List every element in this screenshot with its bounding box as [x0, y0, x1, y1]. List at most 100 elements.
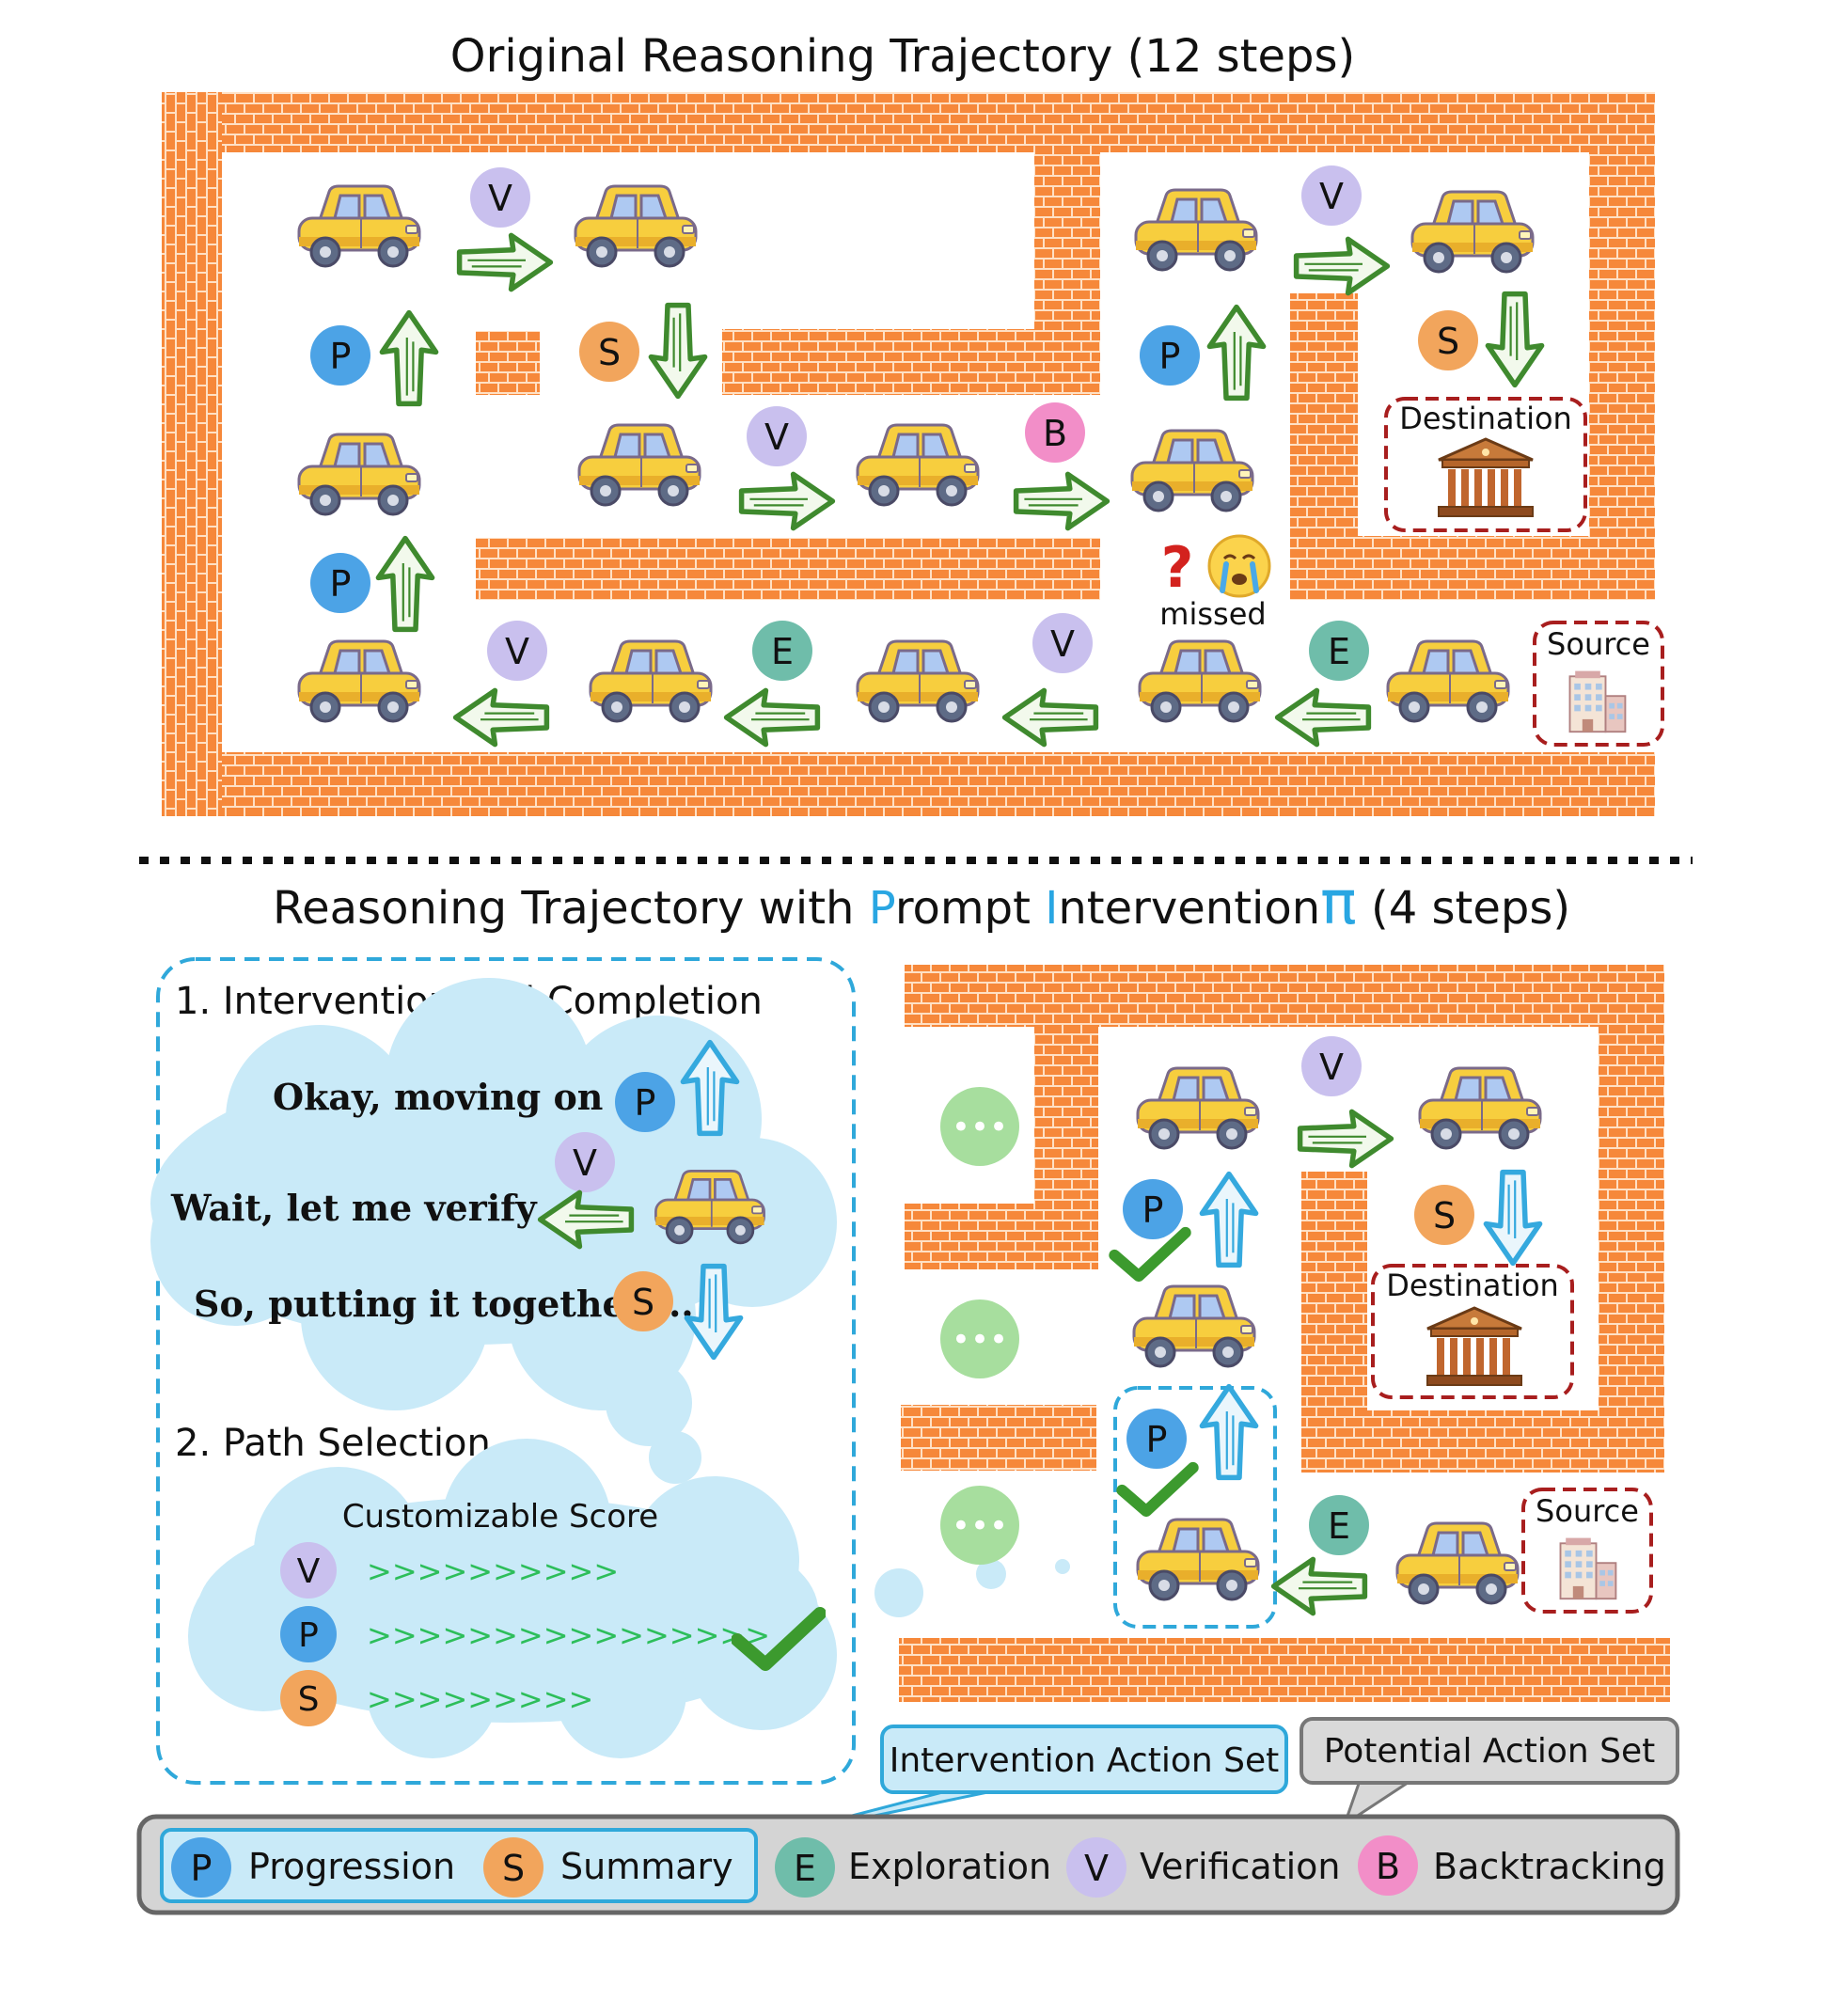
badge-backtracking: B	[1025, 402, 1085, 463]
svg-text:P: P	[191, 1848, 213, 1889]
badge-exploration: E	[752, 621, 812, 681]
svg-text:S: S	[1433, 1195, 1456, 1236]
top-maze-walls	[162, 92, 1655, 816]
svg-text:V: V	[1319, 176, 1344, 217]
arrow-left-icon	[1274, 1559, 1365, 1613]
arrow-up-icon	[1209, 307, 1263, 399]
svg-text:P: P	[330, 563, 352, 605]
badge-progression: P	[1140, 325, 1200, 386]
svg-text:•••: •••	[952, 1109, 1008, 1146]
score-title: Customizable Score	[342, 1498, 658, 1536]
crying-face-icon	[1207, 534, 1271, 598]
car-icon	[856, 423, 980, 507]
intervention-highlight	[1113, 1386, 1277, 1629]
svg-text:•••: •••	[952, 1321, 1008, 1359]
score-summary: >>>>>>>>>	[367, 1681, 593, 1717]
badge-progression: P	[1123, 1179, 1183, 1239]
arrow-right-icon	[460, 235, 551, 289]
car-icon	[1410, 190, 1535, 274]
car-icon	[1132, 1284, 1256, 1368]
svg-text:P: P	[298, 1616, 319, 1655]
arrow-down-icon	[1488, 294, 1541, 386]
svg-text:Exploration: Exploration	[848, 1846, 1051, 1887]
badge-verification: V	[747, 406, 807, 466]
connector-bubbles	[874, 1559, 1070, 1617]
badge-verification: V	[555, 1132, 615, 1192]
bottom-title: Reasoning Trajectory with Prompt Interve…	[273, 869, 1570, 938]
svg-text:P: P	[635, 1082, 656, 1124]
badge-exploration: E	[1309, 1495, 1369, 1555]
svg-text:V: V	[488, 178, 512, 219]
svg-text:B: B	[1043, 413, 1067, 454]
svg-text:S: S	[598, 332, 621, 373]
arrow-down-icon	[1486, 1173, 1539, 1264]
legend-backtracking: B Backtracking	[1358, 1835, 1666, 1896]
missed-indicator: ? missed	[1159, 534, 1271, 632]
svg-text:Backtracking: Backtracking	[1433, 1846, 1666, 1887]
bottom-source: Source	[1521, 1488, 1653, 1614]
line-moving-on: Okay, moving on ...	[273, 1076, 653, 1118]
badge-progression: P	[1126, 1409, 1187, 1469]
badge-progression: P	[280, 1606, 337, 1662]
svg-text:E: E	[1328, 631, 1350, 672]
bottom-badges: V P S P E	[1123, 1036, 1474, 1555]
badge-verification: V	[1301, 165, 1362, 226]
svg-text:Verification: Verification	[1140, 1846, 1341, 1887]
potential-set-label: Potential Action Set	[1324, 1732, 1655, 1771]
car-icon	[574, 184, 698, 268]
arrow-up-icon	[1202, 1387, 1255, 1478]
svg-text:V: V	[1084, 1848, 1109, 1889]
car-icon	[589, 639, 713, 723]
line-verify: Wait, let me verify ...	[170, 1187, 587, 1229]
car-icon	[297, 433, 421, 516]
svg-text:•••: •••	[952, 1507, 1008, 1545]
svg-text:Summary: Summary	[560, 1846, 733, 1887]
badge-progression: P	[310, 553, 370, 613]
badge-progression: P	[310, 325, 370, 386]
svg-text:P: P	[1146, 1419, 1168, 1460]
svg-text:E: E	[794, 1848, 816, 1889]
legend-exploration: E Exploration	[775, 1837, 1051, 1898]
arrow-up-icon	[378, 539, 432, 630]
badge-exploration: E	[1309, 621, 1369, 681]
badge-summary: S	[579, 322, 639, 382]
destination-label: Destination	[1386, 1268, 1559, 1303]
ellipsis-bubbles: ••• ••• •••	[940, 1087, 1019, 1565]
top-source: Source	[1533, 621, 1664, 747]
missed-label: missed	[1159, 596, 1266, 632]
arrow-right-icon	[1297, 239, 1388, 292]
car-icon	[1138, 639, 1262, 723]
legend-intervention-group	[160, 1828, 758, 1903]
svg-text:Progression: Progression	[248, 1846, 455, 1887]
badge-summary: S	[613, 1271, 673, 1331]
source-label: Source	[1536, 1493, 1639, 1529]
potential-set-callout: Potential Action Set	[1300, 1717, 1679, 1828]
arrow-down-icon	[651, 306, 704, 397]
badge-progression: P	[615, 1072, 675, 1132]
arrow-right-icon	[742, 474, 833, 528]
ellipsis-icon	[940, 1299, 1019, 1378]
svg-text:B: B	[1376, 1846, 1400, 1887]
svg-text:S: S	[1437, 321, 1459, 362]
section2-heading: 2. Path Selection	[175, 1422, 491, 1465]
svg-text:E: E	[1328, 1505, 1350, 1547]
svg-text:V: V	[1050, 623, 1075, 665]
bottom-destination: Destination	[1371, 1264, 1574, 1399]
arrow-left-icon	[456, 690, 547, 744]
top-title: Original Reasoning Trajectory (12 steps)	[450, 30, 1355, 83]
badge-verification: V	[487, 621, 547, 681]
svg-text:S: S	[632, 1282, 654, 1323]
car-icon	[1130, 429, 1254, 512]
car-icon	[297, 184, 421, 268]
badge-verification: V	[1032, 613, 1093, 673]
badge-verification: V	[470, 167, 530, 228]
badge-summary: S	[1414, 1185, 1474, 1245]
badge-verification: V	[280, 1542, 337, 1599]
source-label: Source	[1547, 626, 1650, 662]
svg-text:V: V	[573, 1142, 597, 1184]
svg-text:P: P	[330, 336, 352, 377]
legend-verification: V Verification	[1066, 1837, 1341, 1898]
legend-progression: P Progression	[171, 1837, 455, 1898]
line-summary: So, putting it together ...	[194, 1283, 694, 1325]
